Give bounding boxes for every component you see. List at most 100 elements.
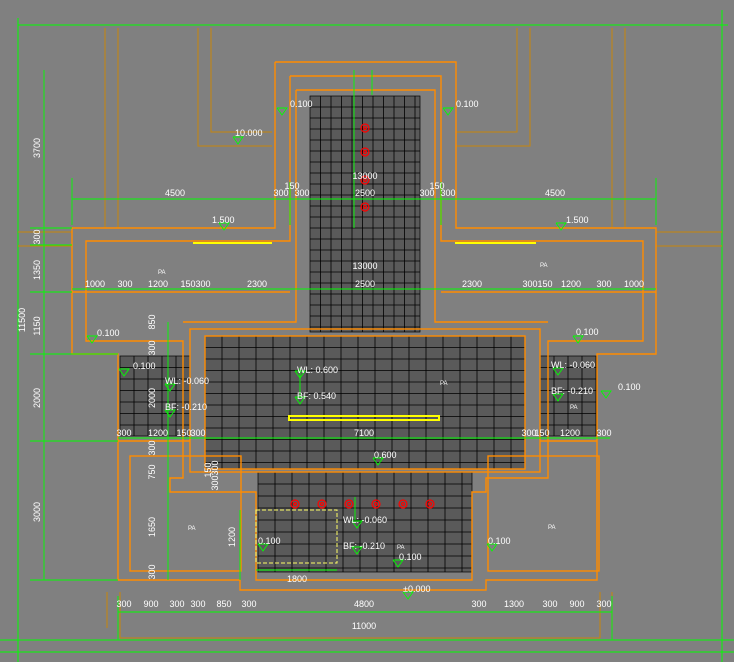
- lower-dim-center: 7100: [354, 428, 374, 438]
- right-side-tiles-area: [539, 355, 598, 437]
- level-marker-icon: [392, 559, 404, 568]
- bottom-dim-1: 300: [116, 599, 131, 609]
- lower-dim-3: 150: [176, 428, 191, 438]
- bottom-dim-total: 11000: [352, 621, 376, 631]
- inner-dim-9: 300: [147, 564, 157, 579]
- fixture-core-icon: [362, 149, 368, 155]
- outer-structure-lines: [18, 28, 722, 639]
- dashed-pool: [255, 509, 338, 564]
- level-center-low: 0.600: [374, 450, 397, 460]
- level-markers: [86, 107, 612, 600]
- lower-dim-5: 300: [521, 428, 536, 438]
- inner-dim-11: 300: [210, 460, 220, 475]
- bottom-dim-center: 4800: [354, 599, 374, 609]
- level-right-pool: 0.100: [576, 327, 599, 337]
- mid-dim-10: 1200: [561, 279, 581, 289]
- level-bottom-right: 0.100: [488, 536, 511, 546]
- bottom-dim-11: 300: [596, 599, 611, 609]
- mid-dim-2: 300: [117, 279, 132, 289]
- bottom-dim-7: 300: [471, 599, 486, 609]
- wl-center: WL: 0.600: [297, 365, 338, 375]
- level-labels: 0.100 0.100 10.000 1.500 1.500 0.100 0.1…: [97, 99, 641, 594]
- level-marker-icon: [572, 335, 584, 344]
- mid-dim-center: 2500: [355, 279, 375, 289]
- wl-bottom: WL: -0.060: [343, 515, 387, 525]
- level-side-left: 1.500: [212, 215, 235, 225]
- room-tag-2: PA: [540, 263, 548, 269]
- mid-dim-4: 150: [180, 279, 195, 289]
- level-marker-icon: [552, 393, 564, 402]
- lower-dim-2: 1200: [148, 428, 168, 438]
- main-tiles-area: [204, 335, 526, 470]
- mid-dim-5: 300: [195, 279, 210, 289]
- level-top-left: 0.100: [290, 99, 313, 109]
- mid-dim-6: 2300: [247, 279, 267, 289]
- lower-dim-7: 1200: [560, 428, 580, 438]
- level-marker-icon: [232, 136, 244, 145]
- bottom-dim-5: 850: [216, 599, 231, 609]
- left-dimensions: 3700 300 1350 1150 2000 3000 11500: [17, 138, 42, 522]
- fixture-icon: [290, 499, 300, 509]
- fixture-icon: [360, 147, 370, 157]
- top-dim-1: 4500: [165, 188, 185, 198]
- inner-dim-1: 850: [147, 314, 157, 329]
- left-side-tiles-area: [119, 355, 191, 437]
- wl-right: WL: -0.060: [551, 360, 595, 370]
- room-tag-1: PA: [158, 270, 166, 276]
- pool-dim: 1800: [287, 574, 307, 584]
- level-marker-icon: [372, 457, 384, 466]
- top-dim-8: 300: [440, 188, 455, 198]
- lower-dim-6: 150: [534, 428, 549, 438]
- bottom-dim-10: 900: [569, 599, 584, 609]
- level-marker-icon: [402, 591, 414, 600]
- mid-dim-9: 150: [537, 279, 552, 289]
- fixtures: [290, 123, 435, 509]
- level-top-right: 0.100: [456, 99, 479, 109]
- fixture-core-icon: [400, 501, 406, 507]
- mid-dim-12: 1000: [624, 279, 644, 289]
- level-marker-icon: [164, 383, 176, 392]
- level-far-left: 0.100: [133, 361, 156, 371]
- bottom-dimensions: 300 900 300 300 850 300 4800 300 1300 30…: [116, 574, 611, 631]
- top-dim-total: 13000: [352, 171, 377, 181]
- bottom-dim-9: 300: [542, 599, 557, 609]
- fixture-icon: [360, 202, 370, 212]
- inner-dim-5: 150: [203, 462, 213, 477]
- room-tag-7: PA: [397, 545, 405, 551]
- dimension-lines: [30, 70, 657, 640]
- level-bottom-left: 0.100: [258, 536, 281, 546]
- fixture-core-icon: [319, 501, 325, 507]
- left-dim-5: 2000: [32, 388, 42, 408]
- bf-left: BF: -0.210: [165, 402, 207, 412]
- fixture-icon: [360, 175, 370, 185]
- top-dim-3: 150: [284, 181, 299, 191]
- bottom-dim-3: 300: [169, 599, 184, 609]
- frame-lines: [0, 10, 734, 662]
- room-tags: PA PA PA PA PA PA PA: [158, 263, 578, 551]
- bottom-dim-2: 900: [143, 599, 158, 609]
- bf-right: BF: -0.210: [551, 386, 593, 396]
- bottom-dim-4: 300: [190, 599, 205, 609]
- inner-vertical-dimensions: 850 300 2000 300 150 750 300 1650 300 12…: [147, 314, 237, 579]
- level-marker-icon: [442, 107, 454, 116]
- mid-dim-center-total: 13000: [352, 261, 377, 271]
- level-marker-icon: [294, 396, 306, 405]
- bottom-dim-8: 1300: [504, 599, 524, 609]
- room-tag-4: PA: [570, 405, 578, 411]
- left-dim-3: 1350: [32, 260, 42, 280]
- mid-dim-11: 300: [596, 279, 611, 289]
- level-marker-icon: [276, 107, 288, 116]
- level-zero: ±0.000: [403, 584, 430, 594]
- level-marker-icon: [257, 543, 269, 552]
- lower-dim-4: 300: [190, 428, 205, 438]
- wl-left: WL: -0.060: [165, 376, 209, 386]
- fixture-core-icon: [292, 501, 298, 507]
- tower-tiles-area: [309, 95, 421, 333]
- level-bottom-mid: 0.100: [399, 552, 422, 562]
- top-dim-6: 300: [419, 188, 434, 198]
- fixture-icon: [344, 499, 354, 509]
- inner-dim-7: 300: [210, 475, 220, 490]
- inner-dim-2: 300: [147, 340, 157, 355]
- fixture-icon: [317, 499, 327, 509]
